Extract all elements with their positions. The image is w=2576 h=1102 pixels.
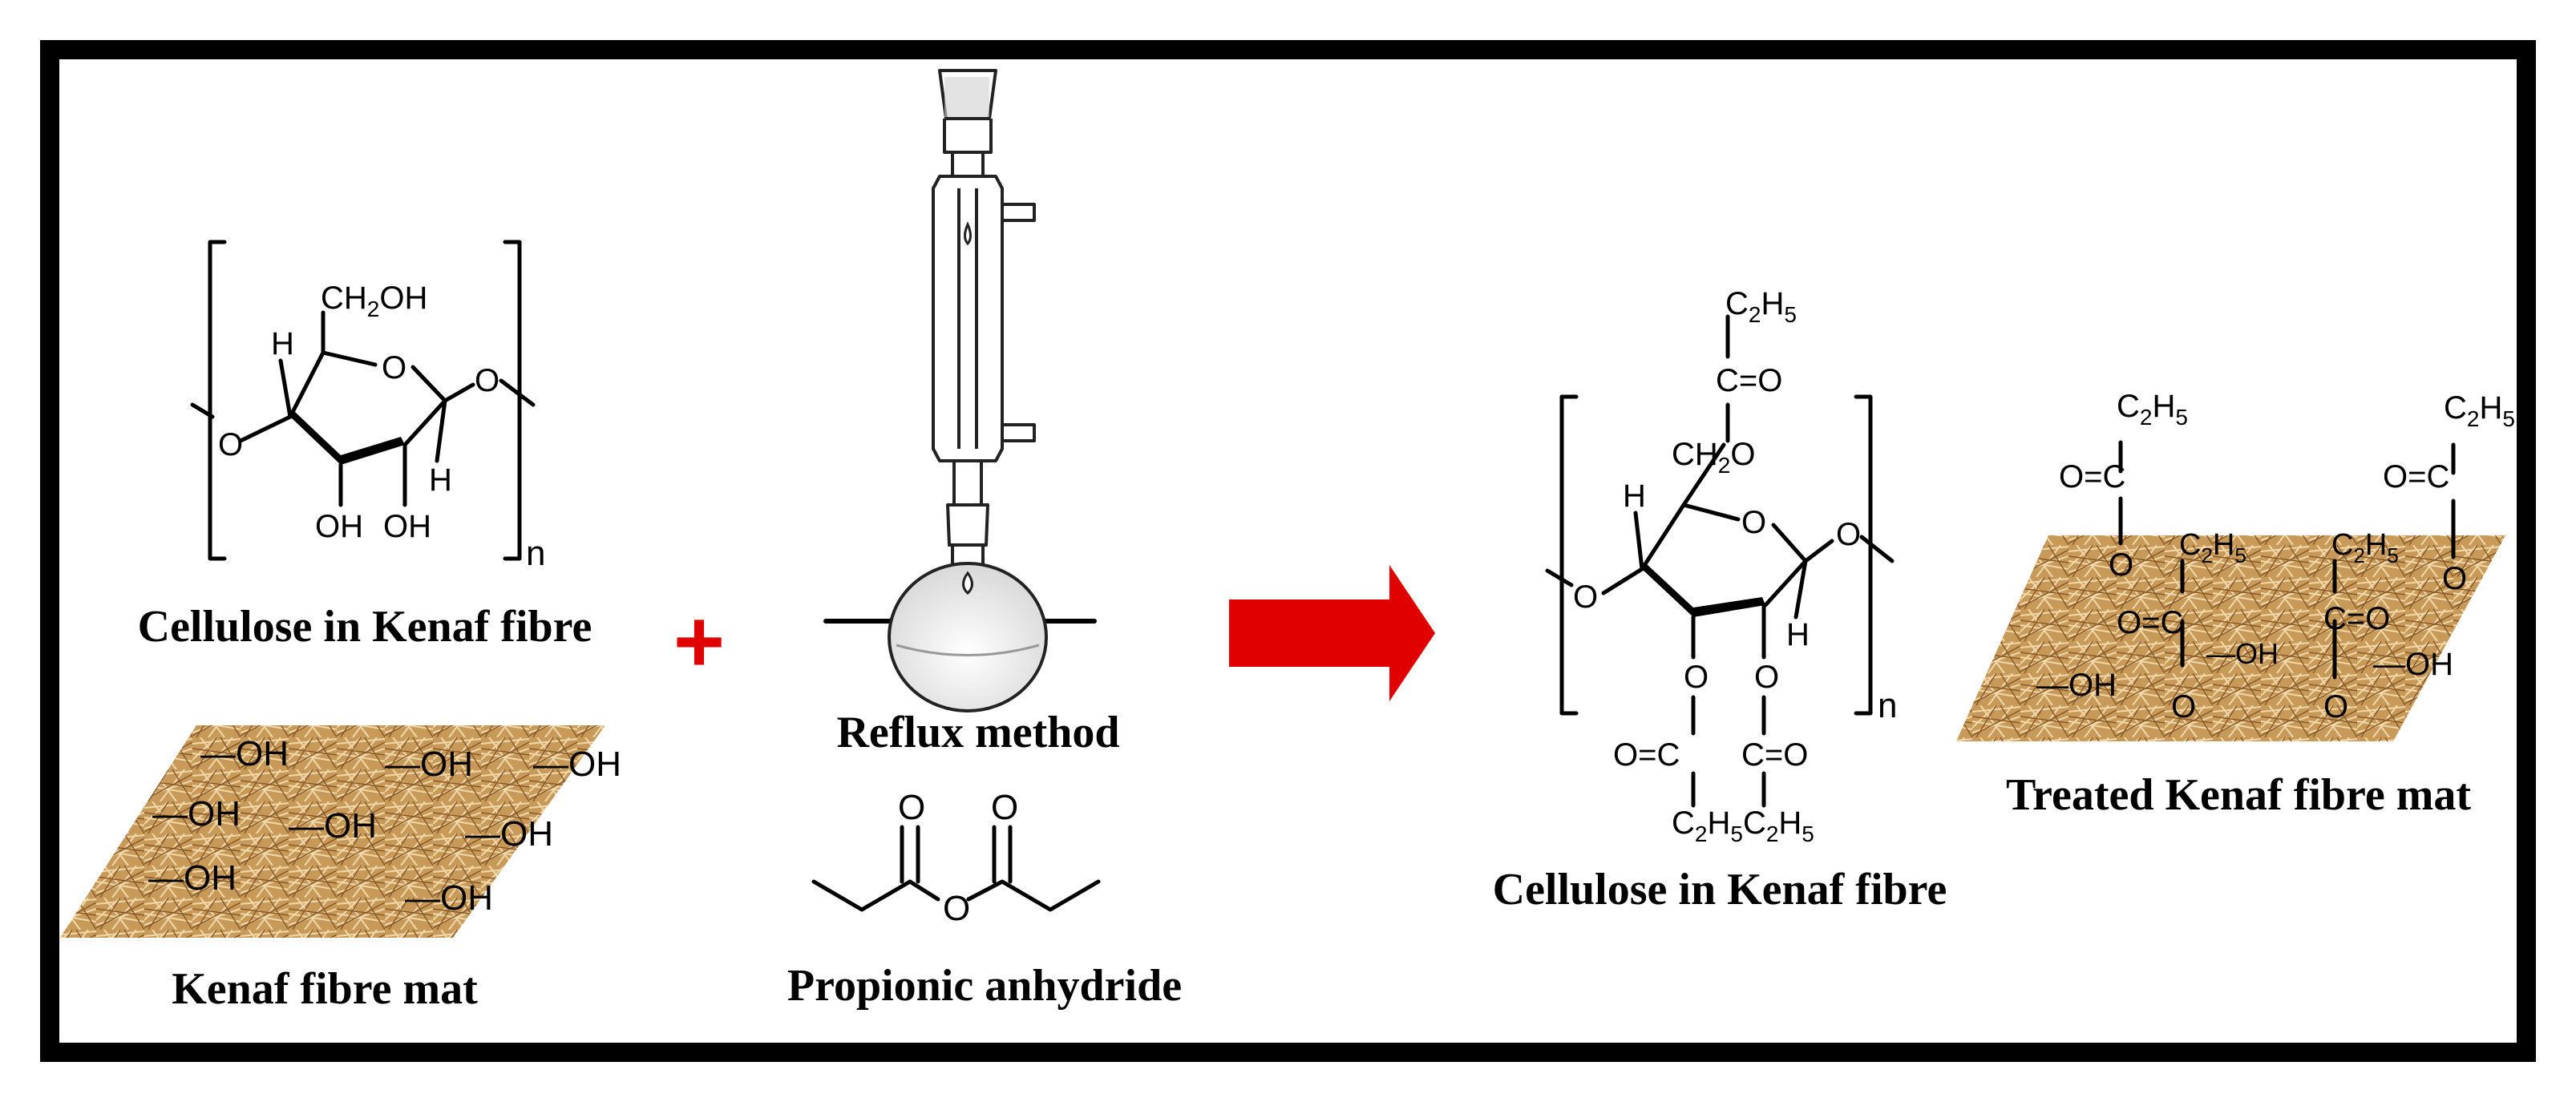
treated-hydroxyl-1: —OH [2036, 668, 2117, 703]
hydroxyl-1: OH [315, 509, 363, 544]
bridge-oxygen-right-right: O [1836, 517, 1861, 552]
treated-carbonyl-1: O=C [2059, 459, 2125, 494]
mat-oh-group: —OH [200, 734, 289, 773]
treated-hydroxyl-2: —OH [2206, 637, 2279, 670]
anhydride-oxygen-right: O [991, 788, 1018, 827]
mat-oh-group: —OH [465, 814, 553, 854]
propionic-anhydride-structure [811, 825, 1101, 912]
treated-kenaf-fibre-mat [1956, 535, 2505, 741]
repeat-unit-n-right: n [1878, 686, 1897, 725]
anhydride-oxygen-bridge: O [943, 889, 970, 928]
carbonyl-top: C=O [1716, 363, 1782, 398]
ring-oxygen-right: O [1741, 505, 1766, 540]
repeat-unit-n: n [526, 534, 545, 573]
caption-cellulose-left: Cellulose in Kenaf fibre [138, 602, 592, 652]
kenaf-fibre-mat-left [60, 725, 605, 938]
carbonyl-2: C=O [1741, 737, 1808, 773]
hydroxyl-2: OH [383, 509, 431, 544]
mat-oh-group: —OH [152, 794, 241, 834]
bridge-oxygen-right: O [475, 363, 499, 398]
anhydride-oxygen-left: O [898, 788, 925, 827]
treated-ester-oxygen-3: O [2171, 689, 2196, 725]
hydrogen-top: H [271, 326, 294, 361]
mat-oh-group: —OH [289, 806, 377, 846]
ester-oxygen-1: O [1684, 660, 1709, 695]
caption-cellulose-right: Cellulose in Kenaf fibre [1493, 865, 1947, 914]
ethyl-groups-bottom: C2H5C2H5 [1672, 805, 1814, 846]
treated-mat-ester-groups [2118, 440, 2456, 680]
ch2o-label: CH2O [1672, 437, 1755, 478]
cellulose-left-structure [190, 240, 536, 561]
treated-ethyl-2: C2H5 [2444, 390, 2515, 431]
mat-oh-group: —OH [533, 745, 621, 784]
treated-ethyl-3: C2H5 [2179, 528, 2246, 567]
caption-mat-left: Kenaf fibre mat [172, 964, 478, 1014]
mat-oh-group: —OH [385, 745, 473, 784]
treated-carbonyl-4: C=O [2323, 601, 2390, 636]
ethyl-group-top: C2H5 [1725, 286, 1797, 327]
hydrogen-bottom: H [429, 462, 452, 498]
hydrogen-top-right: H [1623, 478, 1646, 514]
caption-reflux: Reflux method [836, 708, 1119, 757]
ring-oxygen-label: O [382, 350, 406, 385]
cellulose-right-structure [1545, 314, 1895, 808]
treated-ethyl-4: C2H5 [2331, 528, 2399, 567]
reaction-arrow [1229, 565, 1435, 701]
treated-ester-oxygen-4: O [2323, 689, 2348, 725]
treated-carbonyl-2: O=C [2383, 459, 2449, 494]
mat-left-hydroxyl-groups: —OH —OH —OH —OH —OH —OH —OH —OH [148, 734, 621, 918]
caption-treated-mat: Treated Kenaf fibre mat [2006, 770, 2471, 820]
reflux-apparatus [823, 69, 1097, 712]
ester-oxygen-2: O [1754, 660, 1779, 695]
treated-ester-oxygen-2: O [2442, 561, 2467, 596]
plus-sign: + [673, 592, 725, 691]
caption-anhydride: Propionic anhydride [787, 961, 1182, 1011]
carbonyl-1: O=C [1613, 737, 1680, 773]
bridge-oxygen-left-right: O [1573, 579, 1598, 615]
mat-oh-group: —OH [405, 878, 493, 918]
treated-carbonyl-3: O=C [2117, 605, 2183, 640]
treated-ester-oxygen-1: O [2109, 547, 2133, 583]
bridge-oxygen-left: O [218, 427, 243, 462]
treated-ethyl-1: C2H5 [2117, 389, 2188, 430]
ch2oh-label: CH2OH [321, 281, 427, 321]
mat-oh-group: —OH [148, 858, 237, 898]
hydrogen-bottom-right: H [1786, 617, 1810, 652]
treated-hydroxyl-3: —OH [2373, 647, 2453, 682]
